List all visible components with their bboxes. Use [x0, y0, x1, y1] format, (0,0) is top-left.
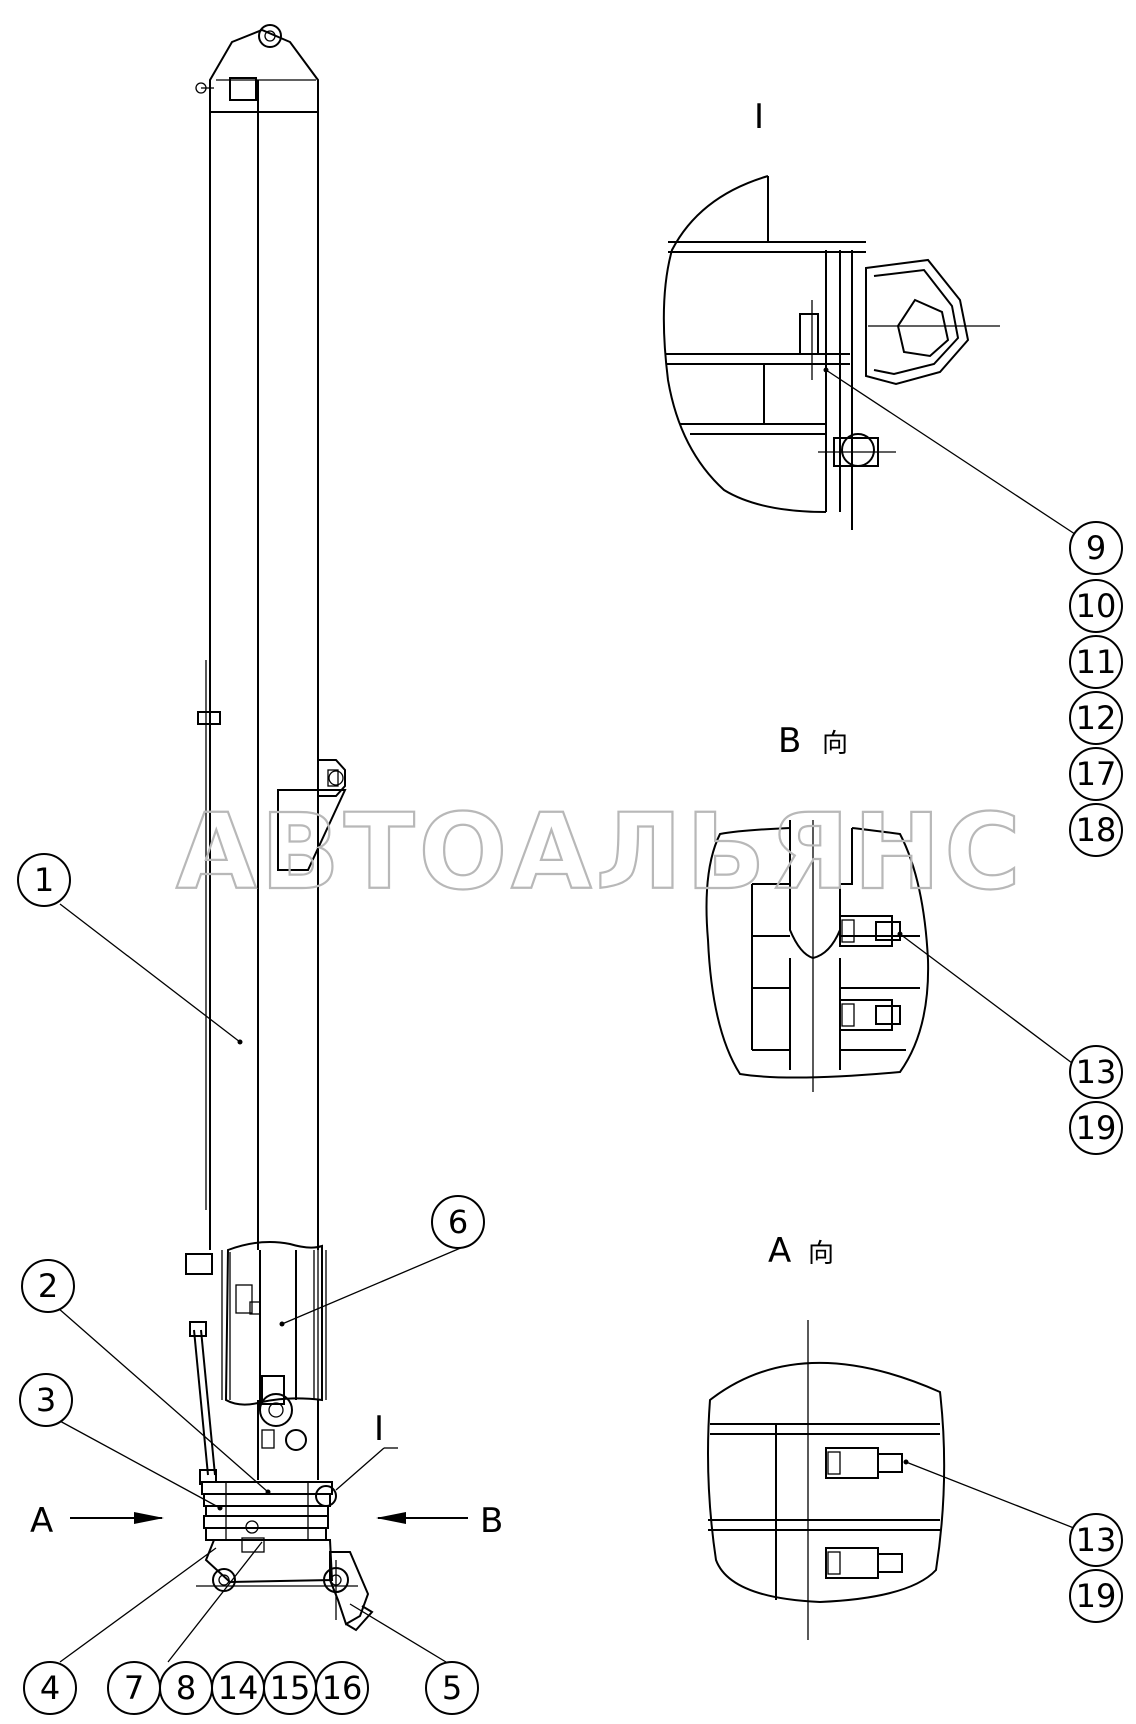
- b-direction-view: [705, 820, 930, 1092]
- balloon-2: 2: [21, 1259, 75, 1313]
- detail-i-title: I: [754, 97, 764, 137]
- svg-text:8: 8: [176, 1669, 196, 1707]
- svg-text:4: 4: [40, 1669, 60, 1707]
- svg-text:16: 16: [322, 1669, 363, 1707]
- view-a-suffix: 向: [808, 1239, 834, 1269]
- leader-lines: [57, 367, 1085, 1663]
- balloon-10: 10: [1069, 579, 1123, 633]
- svg-text:2: 2: [38, 1267, 58, 1305]
- svg-text:6: 6: [448, 1203, 468, 1241]
- arrow-a-label: A: [30, 1501, 53, 1541]
- balloon-13-view-a: 13: [1069, 1513, 1123, 1567]
- svg-text:19: 19: [1076, 1577, 1117, 1615]
- svg-text:7: 7: [124, 1669, 144, 1707]
- balloon-11: 11: [1069, 635, 1123, 689]
- balloon-12: 12: [1069, 691, 1123, 745]
- svg-text:5: 5: [442, 1669, 462, 1707]
- view-b-suffix: 向: [822, 729, 848, 759]
- balloon-15: 15: [263, 1661, 317, 1715]
- svg-text:1: 1: [34, 861, 54, 899]
- balloon-5: 5: [425, 1661, 479, 1715]
- arrow-a: [70, 1512, 164, 1524]
- detail-i-view: [662, 175, 1000, 530]
- balloon-7: 7: [107, 1661, 161, 1715]
- svg-text:9: 9: [1086, 529, 1106, 567]
- arrow-b-label: B: [480, 1501, 503, 1541]
- detail-i-marker: I: [374, 1409, 384, 1449]
- svg-text:11: 11: [1076, 643, 1117, 681]
- balloon-3: 3: [19, 1373, 73, 1427]
- svg-text:13: 13: [1076, 1053, 1117, 1091]
- balloon-8: 8: [159, 1661, 213, 1715]
- balloon-6: 6: [431, 1195, 485, 1249]
- svg-text:13: 13: [1076, 1521, 1117, 1559]
- svg-text:10: 10: [1076, 587, 1117, 625]
- svg-text:17: 17: [1076, 755, 1117, 793]
- balloon-4: 4: [23, 1661, 77, 1715]
- balloon-14: 14: [211, 1661, 265, 1715]
- svg-text:15: 15: [270, 1669, 311, 1707]
- view-b-title: B: [778, 721, 801, 761]
- svg-text:19: 19: [1076, 1109, 1117, 1147]
- svg-text:18: 18: [1076, 811, 1117, 849]
- boom-assembly: [185, 24, 374, 1632]
- watermark-text: АВТОАЛЬЯНС: [176, 791, 1025, 913]
- arrow-b: [376, 1512, 468, 1524]
- balloon-19-view-b: 19: [1069, 1101, 1123, 1155]
- balloon-1: 1: [17, 853, 71, 907]
- balloon-17: 17: [1069, 747, 1123, 801]
- svg-text:12: 12: [1076, 699, 1117, 737]
- svg-text:3: 3: [36, 1381, 56, 1419]
- balloon-19-view-a: 19: [1069, 1569, 1123, 1623]
- balloon-16: 16: [315, 1661, 369, 1715]
- svg-text:14: 14: [218, 1669, 259, 1707]
- a-direction-view: [707, 1320, 946, 1640]
- balloon-13-view-b: 13: [1069, 1045, 1123, 1099]
- balloon-9: 9: [1069, 521, 1123, 575]
- balloon-18: 18: [1069, 803, 1123, 857]
- view-a-title: A: [768, 1231, 791, 1271]
